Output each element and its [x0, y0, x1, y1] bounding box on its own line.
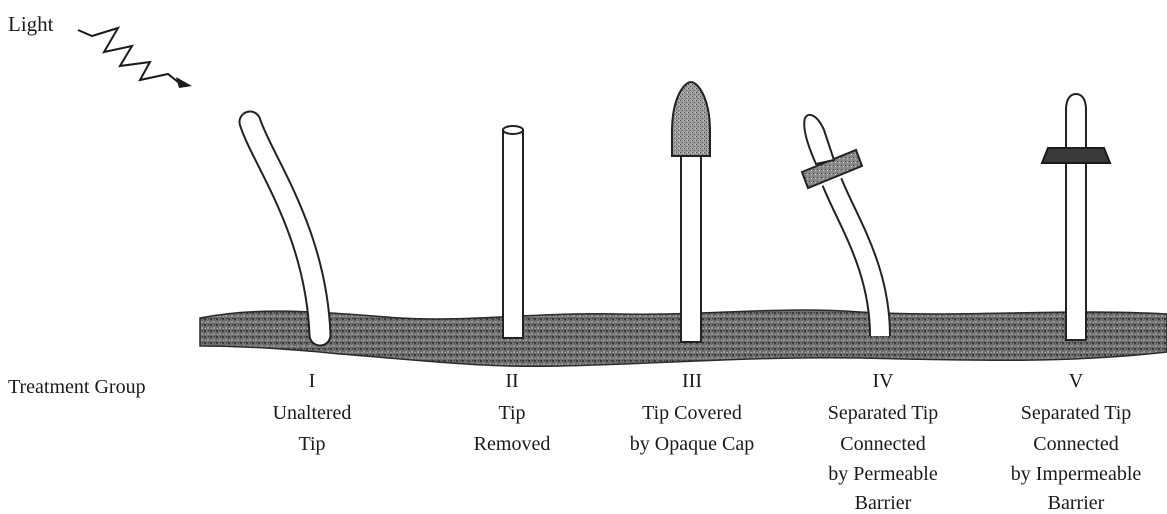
group-label-4: IV Separated Tip Connected by Permeable …	[828, 370, 939, 514]
svg-text:III: III	[682, 370, 702, 392]
separated-tip	[1066, 94, 1086, 148]
svg-text:Unaltered: Unaltered	[273, 402, 352, 424]
treatment-group-label: Treatment Group	[8, 376, 146, 398]
seedling-4-permeable-barrier	[802, 115, 880, 336]
svg-text:Connected: Connected	[840, 433, 926, 455]
light-label: Light	[8, 12, 54, 36]
light-ray-icon	[78, 28, 178, 82]
svg-text:Tip: Tip	[298, 433, 325, 455]
group-label-1: I Unaltered Tip	[273, 370, 352, 455]
svg-text:IV: IV	[872, 370, 894, 392]
impermeable-barrier	[1042, 148, 1110, 163]
seedling-1-unaltered	[250, 122, 320, 335]
group-label-2: II Tip Removed	[474, 370, 551, 455]
svg-text:I: I	[309, 370, 316, 392]
svg-text:Barrier: Barrier	[1048, 492, 1105, 514]
svg-text:Tip Covered: Tip Covered	[642, 402, 742, 424]
opaque-cap	[672, 82, 710, 156]
group-label-5: V Separated Tip Connected by Impermeable…	[1011, 370, 1142, 514]
svg-text:V: V	[1069, 370, 1084, 392]
svg-text:Tip: Tip	[498, 402, 525, 424]
seedling-2-tip-removed	[503, 126, 523, 338]
svg-text:by Opaque Cap: by Opaque Cap	[630, 433, 754, 455]
svg-text:Removed: Removed	[474, 433, 551, 455]
seedling-3-opaque-cap	[672, 82, 710, 342]
separated-tip	[804, 115, 834, 164]
seedling-5-impermeable-barrier	[1042, 94, 1110, 340]
svg-text:by Impermeable: by Impermeable	[1011, 463, 1142, 485]
light-arrowhead-icon	[176, 77, 192, 88]
svg-text:Separated Tip: Separated Tip	[828, 402, 939, 424]
svg-text:Barrier: Barrier	[855, 492, 912, 514]
svg-text:Connected: Connected	[1033, 433, 1119, 455]
svg-text:by Permeable: by Permeable	[828, 463, 938, 485]
group-label-3: III Tip Covered by Opaque Cap	[630, 370, 754, 455]
svg-text:Separated Tip: Separated Tip	[1021, 402, 1132, 424]
svg-text:II: II	[505, 370, 518, 392]
